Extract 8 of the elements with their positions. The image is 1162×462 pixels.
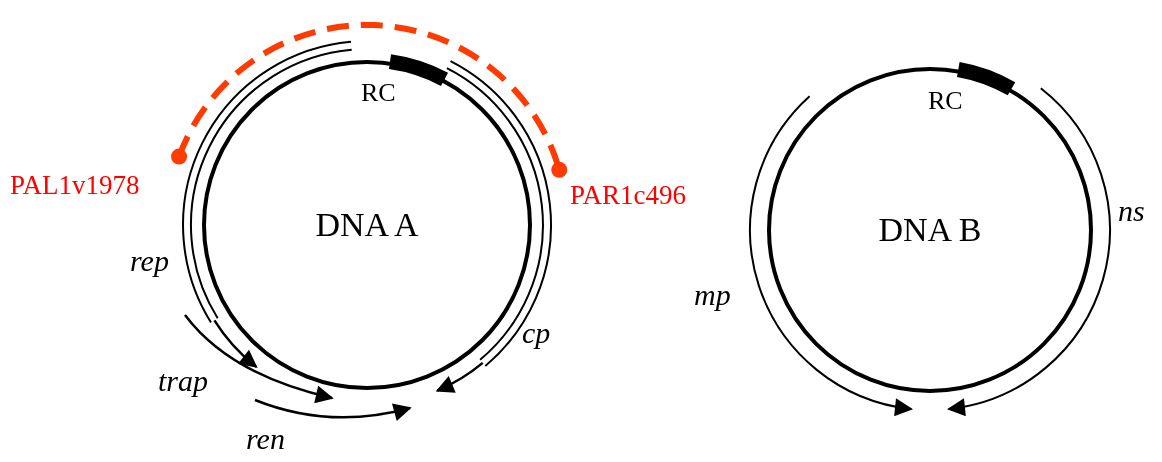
primer-label: PAR1c496 xyxy=(570,182,687,209)
site-label: RC xyxy=(361,80,396,106)
primer-label: PAL1v1978 xyxy=(10,172,140,199)
site-label: RC xyxy=(928,88,963,114)
gene-label: rep xyxy=(130,246,169,276)
gene-label: mp xyxy=(694,280,731,310)
gene-label: ren xyxy=(246,424,285,454)
gene-label: ns xyxy=(1118,196,1145,226)
